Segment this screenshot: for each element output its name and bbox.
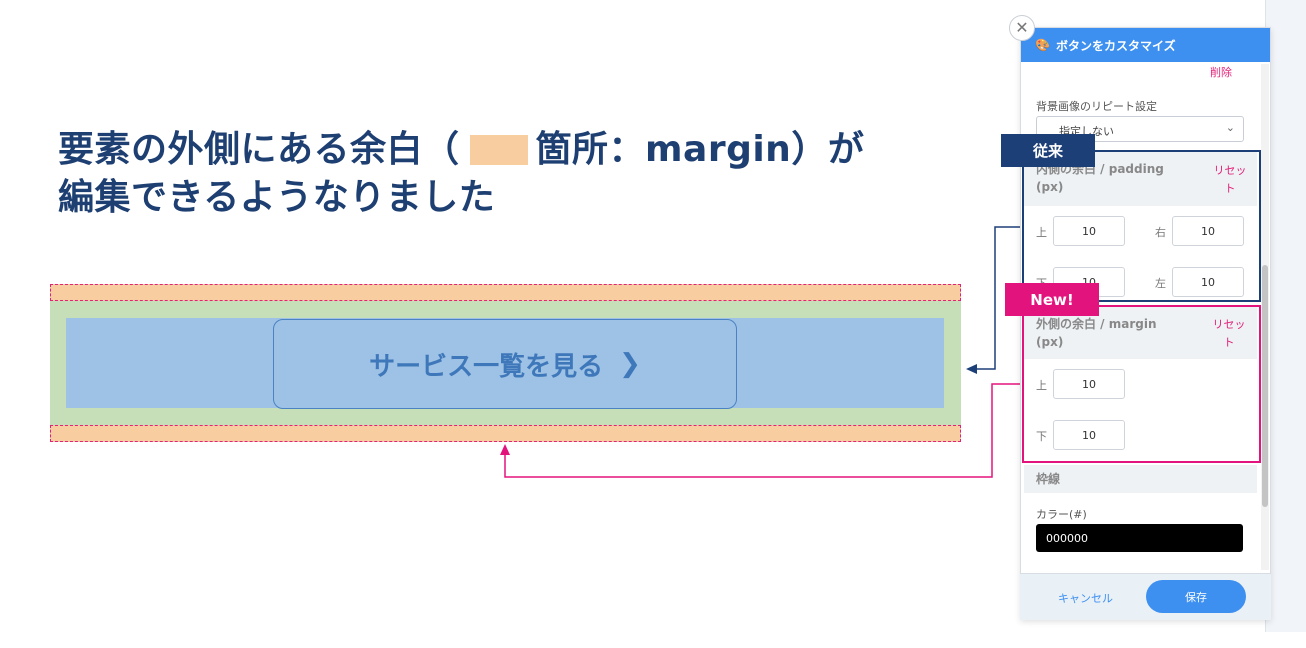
panel-title: ボタンをカスタマイズ (1055, 38, 1176, 53)
new-tag: New! (1005, 283, 1099, 316)
headline-part-before: 要素の外側にある余白（ (58, 129, 460, 170)
headline-part-after: 箇所：margin）が (535, 129, 865, 170)
margin-bottom-input[interactable]: 10 (1053, 420, 1125, 450)
margin-top-input[interactable]: 10 (1053, 369, 1125, 399)
padding-unit: (px) (1036, 180, 1064, 194)
margin-title: 外側の余白 / margin (1036, 317, 1157, 331)
padding-top-label: 上 (1036, 226, 1047, 239)
bg-repeat-label: 背景画像のリピート設定 (1036, 100, 1157, 113)
headline-line-2: 編集できるようなりました (58, 177, 496, 218)
palette-icon: 🎨 (1035, 38, 1050, 52)
border-color-label: カラー(#) (1036, 508, 1087, 521)
service-list-button-label: サービス一覧を見る (369, 351, 604, 382)
padding-left-label: 左 (1155, 277, 1166, 290)
margin-color-swatch (469, 135, 528, 165)
padding-right-label: 右 (1155, 226, 1166, 239)
chevron-down-icon: ⌄ (1225, 121, 1235, 134)
margin-area-top (50, 284, 961, 301)
cancel-button[interactable]: キャンセル (1058, 592, 1113, 605)
border-color-input[interactable]: 000000 (1036, 524, 1243, 552)
margin-area-bottom (50, 425, 961, 442)
margin-unit: (px) (1036, 335, 1064, 349)
headline: 要素の外側にある余白（ 箇所：margin）が 編集できるようなりました (58, 126, 864, 222)
headline-line-1: 要素の外側にある余白（ 箇所：margin）が (58, 126, 864, 174)
padding-left-input[interactable]: 10 (1172, 267, 1244, 297)
padding-reset-line2: ト (1224, 182, 1236, 195)
margin-reset-line1: リセッ (1212, 318, 1246, 331)
delete-link[interactable]: 削除 (1210, 66, 1232, 79)
padding-top-input[interactable]: 10 (1053, 216, 1125, 246)
chevron-right-icon: ❯ (619, 349, 641, 379)
service-list-button[interactable]: サービス一覧を見る ❯ (273, 319, 737, 409)
app-background-strip (1265, 0, 1306, 632)
margin-top-label: 上 (1036, 379, 1047, 392)
padding-reset-link[interactable]: リセッ ト (1210, 162, 1250, 198)
padding-reset-line1: リセッ (1213, 164, 1247, 177)
padding-right-input[interactable]: 10 (1172, 216, 1244, 246)
margin-highlight-frame (1022, 305, 1261, 463)
panel-scrollbar-thumb[interactable] (1262, 265, 1268, 507)
old-tag: 従来 (1001, 134, 1095, 167)
save-button[interactable]: 保存 (1146, 580, 1246, 613)
margin-reset-link[interactable]: リセッ ト (1209, 316, 1249, 352)
padding-highlight-frame (1022, 150, 1261, 302)
border-section-header: 枠線 (1024, 465, 1257, 493)
margin-reset-line2: ト (1223, 336, 1235, 349)
margin-bottom-label: 下 (1036, 430, 1047, 443)
close-icon[interactable]: ✕ (1009, 15, 1035, 41)
panel-header: 🎨 ボタンをカスタマイズ (1021, 28, 1270, 62)
